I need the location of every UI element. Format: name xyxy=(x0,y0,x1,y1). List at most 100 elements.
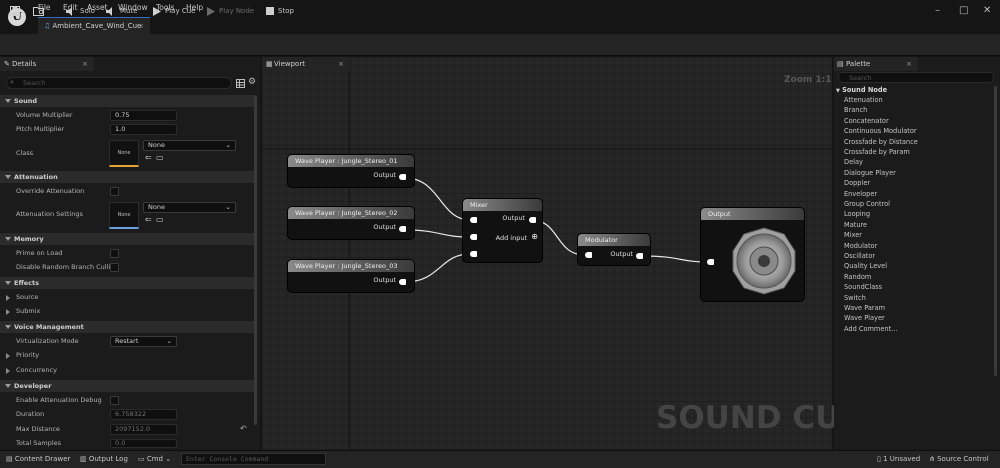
palette-item[interactable]: Branch xyxy=(844,106,868,115)
palette-item[interactable]: Enveloper xyxy=(844,189,878,198)
save-button[interactable] xyxy=(10,0,24,22)
attenuation-combo[interactable]: None⌄ xyxy=(143,202,236,213)
section-developer[interactable]: Developer xyxy=(0,380,256,392)
use-selected-icon[interactable]: ⇐ xyxy=(145,215,152,224)
palette-tab[interactable]: ▤ Palette × xyxy=(834,57,918,71)
palette-item[interactable]: Oscillator xyxy=(844,252,876,260)
menu-window[interactable]: Window xyxy=(118,3,148,12)
table-view-icon[interactable] xyxy=(236,79,245,88)
virtualization-mode-select[interactable]: Restart⌄ xyxy=(110,336,177,347)
close-viewport-icon[interactable]: × xyxy=(338,60,344,68)
palette-item[interactable]: Mature xyxy=(844,220,868,229)
palette-item[interactable]: Continuous Modulator xyxy=(844,127,917,136)
play-node-button[interactable]: Play Node xyxy=(207,0,254,22)
close-window-button[interactable]: ✕ xyxy=(983,5,992,16)
input-pin-3[interactable] xyxy=(470,251,477,257)
node-output[interactable]: Output xyxy=(701,208,804,301)
priority-row[interactable]: Priority xyxy=(0,349,256,362)
node-mixer[interactable]: Mixer Output Add input ⊕ xyxy=(463,199,542,262)
palette-item[interactable]: Wave Param xyxy=(844,304,886,312)
browse-icon[interactable]: ▭ xyxy=(156,153,164,162)
prime-on-load-checkbox[interactable] xyxy=(110,249,119,258)
unsaved-button[interactable]: ▯ 1 Unsaved xyxy=(877,450,920,468)
close-tab-icon[interactable]: × xyxy=(138,22,144,30)
console-command-input[interactable]: Enter Console Command xyxy=(181,453,326,465)
content-drawer-button[interactable]: ▤ Content Drawer xyxy=(6,450,70,468)
output-log-button[interactable]: ▥ Output Log xyxy=(80,450,128,468)
palette-item[interactable]: Delay xyxy=(844,158,863,167)
play-cue-button[interactable]: Play Cue xyxy=(153,0,195,22)
output-pin[interactable] xyxy=(399,174,406,180)
submix-row[interactable]: Submix xyxy=(0,305,256,318)
node-modulator[interactable]: Modulator Output xyxy=(578,234,650,265)
palette-item[interactable]: Dialogue Player xyxy=(844,168,896,177)
viewport-tab[interactable]: ▦ Viewport × xyxy=(262,57,350,71)
palette-item[interactable]: Attenuation xyxy=(844,96,883,104)
menu-asset[interactable]: Asset xyxy=(87,3,108,12)
mute-button[interactable]: Mute xyxy=(106,0,138,22)
attenuation-debug-checkbox[interactable] xyxy=(110,396,119,405)
palette-item[interactable]: Doppler xyxy=(844,179,871,188)
override-attenuation-checkbox[interactable] xyxy=(110,187,119,196)
cmd-dropdown[interactable]: ▭ Cmd ⌄ xyxy=(138,450,171,468)
pitch-multiplier-input[interactable]: 1.0 xyxy=(110,124,177,135)
document-tab[interactable]: ♫ Ambient_Cave_Wind_Cue × xyxy=(38,17,150,34)
palette-item[interactable]: Switch xyxy=(844,293,866,302)
section-sound[interactable]: Sound xyxy=(0,95,256,107)
details-tab[interactable]: ✎ Details × xyxy=(0,57,94,71)
palette-item[interactable]: Add Comment... xyxy=(844,324,898,333)
palette-item[interactable]: Crossfade by Distance xyxy=(844,137,918,146)
maximize-button[interactable]: □ xyxy=(959,5,969,16)
browse-icon[interactable]: ▭ xyxy=(156,215,164,224)
input-pin-2[interactable] xyxy=(470,234,477,240)
input-pin[interactable] xyxy=(585,252,592,258)
concurrency-row[interactable]: Concurrency xyxy=(0,364,256,377)
add-input-plus-icon[interactable]: ⊕ xyxy=(531,232,538,241)
menu-tools[interactable]: Tools xyxy=(156,3,175,12)
palette-item[interactable]: Group Control xyxy=(844,200,891,208)
close-palette-icon[interactable]: × xyxy=(906,60,912,68)
attenuation-thumbnail[interactable]: None xyxy=(109,202,139,229)
source-control-button[interactable]: ⋔ Source Control xyxy=(929,450,989,468)
palette-search-input[interactable]: Search xyxy=(838,72,994,83)
section-voice-management[interactable]: Voice Management xyxy=(0,321,256,333)
add-input-label[interactable]: Add input xyxy=(495,234,527,242)
output-pin[interactable] xyxy=(636,253,643,259)
section-effects[interactable]: Effects xyxy=(0,277,256,289)
close-details-icon[interactable]: × xyxy=(82,60,88,68)
palette-item[interactable]: Mixer xyxy=(844,231,862,240)
input-pin-1[interactable] xyxy=(470,217,477,223)
output-pin[interactable] xyxy=(529,217,536,223)
node-wave-player-1[interactable]: Wave Player : Jungle_Stereo_01 Output xyxy=(288,155,414,187)
details-scrollbar[interactable] xyxy=(254,95,257,425)
class-thumbnail[interactable]: None xyxy=(109,140,139,167)
node-wave-player-3[interactable]: Wave Player : Jungle_Stereo_03 Output xyxy=(288,260,414,292)
details-search-input[interactable]: Search xyxy=(6,77,232,89)
menu-edit[interactable]: Edit xyxy=(63,3,78,12)
palette-item[interactable]: Looping xyxy=(844,210,871,219)
reset-arrow-icon[interactable]: ↶ xyxy=(240,424,247,433)
volume-multiplier-input[interactable]: 0.75 xyxy=(110,110,177,121)
node-wave-player-2[interactable]: Wave Player : Jungle_Stereo_02 Output xyxy=(288,207,414,239)
output-pin[interactable] xyxy=(399,279,406,285)
palette-item[interactable]: Random xyxy=(844,272,872,281)
source-row[interactable]: Source xyxy=(0,291,256,304)
section-memory[interactable]: Memory xyxy=(0,233,256,245)
stop-button[interactable]: Stop xyxy=(266,0,294,22)
palette-item[interactable]: Concatenator xyxy=(844,116,889,125)
palette-item[interactable]: Wave Player xyxy=(844,314,885,323)
palette-item[interactable]: SoundClass xyxy=(844,283,883,292)
solo-button[interactable]: Solo xyxy=(66,0,95,22)
menu-file[interactable]: File xyxy=(38,3,51,12)
section-attenuation[interactable]: Attenuation xyxy=(0,171,256,183)
palette-item[interactable]: Modulator xyxy=(844,241,878,250)
use-selected-icon[interactable]: ⇐ xyxy=(145,153,152,162)
palette-category-sound-node[interactable]: ▼ Sound Node xyxy=(836,86,887,94)
input-pin[interactable] xyxy=(707,259,714,265)
disable-branch-checkbox[interactable] xyxy=(110,263,119,272)
palette-item[interactable]: Quality Level xyxy=(844,262,888,271)
class-combo[interactable]: None⌄ xyxy=(143,140,236,151)
output-pin[interactable] xyxy=(399,226,406,232)
settings-gear-icon[interactable]: ⚙ xyxy=(248,77,257,87)
palette-item[interactable]: Crossfade by Param xyxy=(844,148,910,156)
